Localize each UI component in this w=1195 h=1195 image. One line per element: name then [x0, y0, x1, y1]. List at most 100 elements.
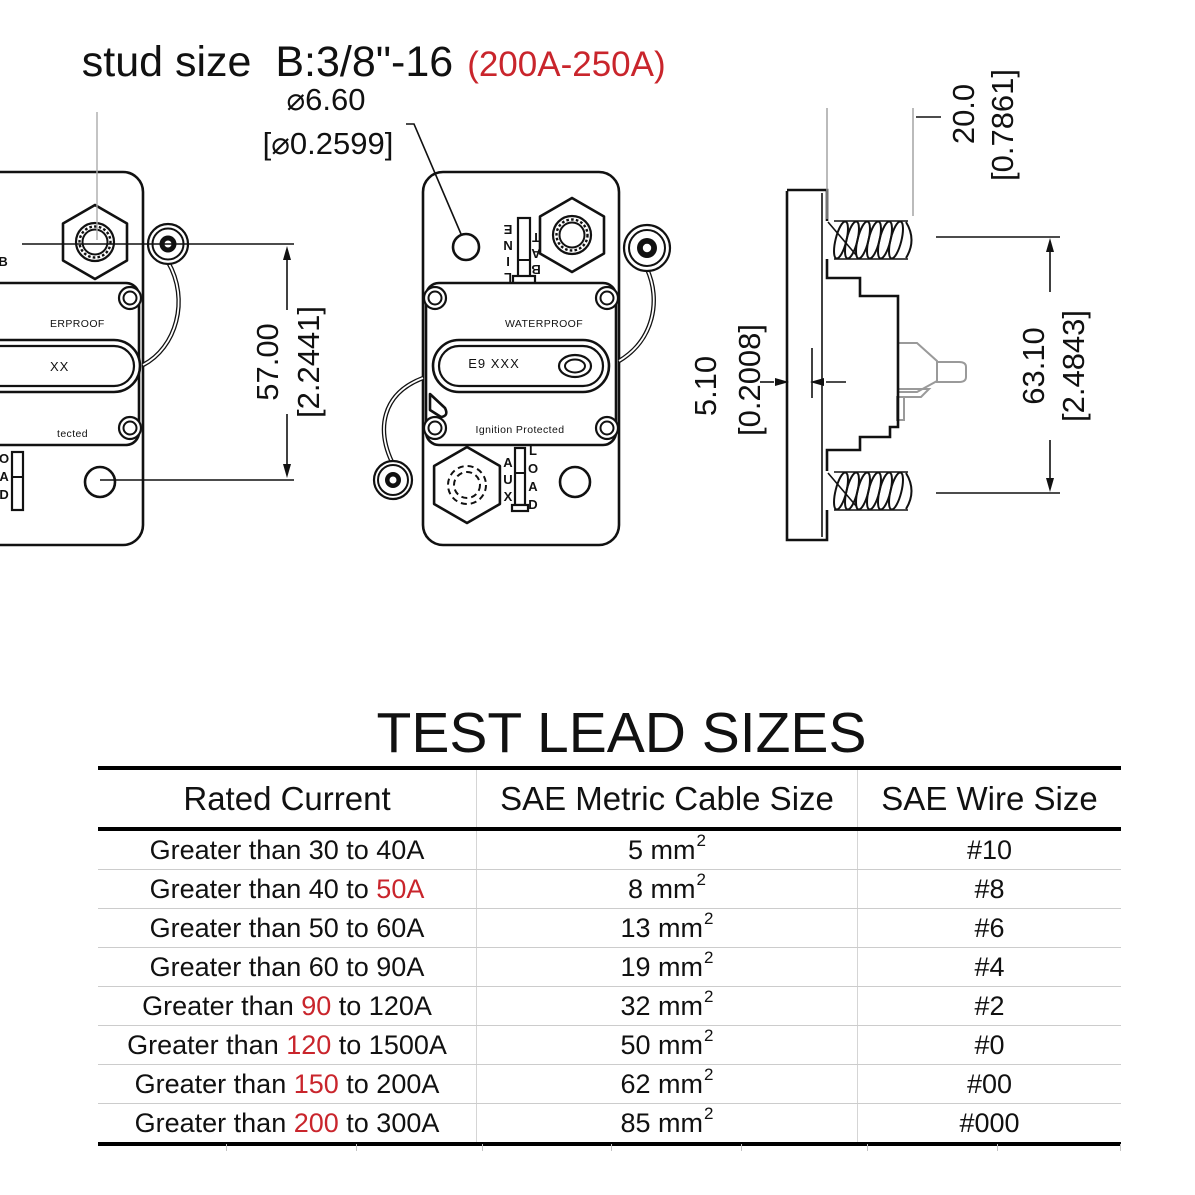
header-wire-size: SAE Wire Size	[881, 779, 1098, 817]
panel-thickness-in: [0.2008]	[732, 324, 767, 436]
depth-in: [2.4843]	[1056, 310, 1091, 422]
ignition-protected-label: Ignition Protected	[476, 424, 565, 436]
superscript: 2	[704, 909, 714, 928]
grid-tick	[741, 1144, 742, 1151]
arrowhead-down	[283, 464, 291, 478]
front-view: LINE BAT WATERPROOF E9 XXX	[372, 170, 672, 547]
stud-length-in: [0.7861]	[985, 69, 1020, 181]
reset-plunger	[896, 342, 967, 421]
waterproof-label: WATERPROOF	[505, 318, 583, 330]
cap-wire-inner	[383, 377, 424, 463]
screw	[422, 285, 448, 311]
rated-current-cell: Greater than 40 to 50A	[98, 870, 477, 908]
page-title: stud size B:3/8"-16 (200A-250A)	[64, 20, 666, 105]
rated-current-cell: Greater than 50 to 60A	[98, 909, 477, 947]
superscript: 2	[696, 831, 706, 850]
screw	[117, 415, 143, 441]
mount-hole-top	[451, 232, 481, 262]
wire-size-cell: #000	[959, 1107, 1020, 1138]
wire-size-cell: #8	[974, 873, 1005, 904]
terminal-slot	[10, 450, 25, 512]
amp-range-label: (200A-250A)	[467, 45, 666, 84]
test-lead-sizes-table: Rated Current SAE Metric Cable Size SAE …	[98, 766, 1121, 1146]
screw	[594, 285, 620, 311]
grommet-cap	[372, 459, 414, 501]
grid-tick	[1120, 1144, 1121, 1151]
wire-size-cell: #10	[966, 834, 1013, 865]
slot-foot	[510, 503, 530, 513]
stud-length-mm: 20.0	[946, 84, 981, 144]
grid-tick	[482, 1144, 483, 1151]
header-rated-current: Rated Current	[98, 770, 477, 827]
line-terminal-label: LINE	[503, 222, 512, 285]
grid-tick	[867, 1144, 868, 1151]
cap-wire-inner	[618, 268, 655, 362]
hole-dia-in: [⌀0.2599]	[263, 126, 394, 161]
switch-slot	[516, 216, 532, 282]
arrowhead-up	[1046, 238, 1054, 252]
hex-nut	[61, 203, 129, 281]
arrowhead-down	[1046, 478, 1054, 492]
screw	[594, 415, 620, 441]
superscript: 2	[696, 870, 706, 889]
mount-hole-bottom	[558, 465, 592, 499]
label-plate	[437, 344, 605, 388]
reset-button-outer	[557, 353, 593, 379]
superscript: 2	[704, 987, 714, 1006]
mount-hole	[83, 465, 117, 499]
wire-size-cell: #00	[966, 1068, 1013, 1099]
rated-current-cell: Greater than 150 to 200A	[98, 1065, 477, 1103]
rated-current-cell: Greater than 200 to 300A	[98, 1104, 477, 1142]
leader-line	[406, 123, 462, 235]
grid-tick	[997, 1144, 998, 1151]
wire-size-cell: #4	[974, 951, 1005, 982]
wire-size-cell: #0	[974, 1029, 1005, 1060]
cap-wire-inner	[142, 261, 180, 366]
terminal-letter-fragment: B	[0, 254, 8, 269]
height-in: [2.2441]	[291, 306, 326, 418]
rated-current-cell: Greater than 90 to 120A	[98, 987, 477, 1025]
waterproof-text-fragment: ERPROOF	[50, 318, 105, 330]
hex-nut	[538, 196, 606, 274]
model-label: E9 XXX	[468, 356, 520, 371]
table-title: TEST LEAD SIZES	[376, 701, 867, 765]
terminal-slot	[513, 446, 527, 507]
reset-button-inner	[564, 358, 586, 374]
screw	[117, 285, 143, 311]
depth-mm: 63.10	[1016, 327, 1051, 405]
arrowhead-right	[775, 378, 789, 386]
header-cable-size: SAE Metric Cable Size	[477, 770, 858, 827]
side-view	[785, 188, 967, 542]
hole-dia-mm: ⌀6.60	[287, 82, 366, 117]
model-text-fragment: XX	[50, 359, 69, 374]
rated-current-cell: Greater than 30 to 40A	[98, 831, 477, 869]
wire-size-cell: #6	[974, 912, 1005, 943]
threaded-stud-bottom	[827, 471, 913, 511]
grid-tick	[226, 1144, 227, 1151]
hex-boss-hidden	[432, 445, 502, 525]
superscript: 2	[704, 1104, 714, 1123]
grid-tick	[611, 1144, 612, 1151]
bat-terminal-label: BAT	[531, 230, 541, 277]
panel-thickness-mm: 5.10	[688, 356, 723, 416]
grommet-cap	[622, 223, 672, 273]
height-mm: 57.00	[250, 323, 285, 401]
stud-size-label: stud size B:3/8"-16	[81, 38, 454, 86]
table-header-row: Rated Current SAE Metric Cable Size SAE …	[98, 770, 1121, 831]
